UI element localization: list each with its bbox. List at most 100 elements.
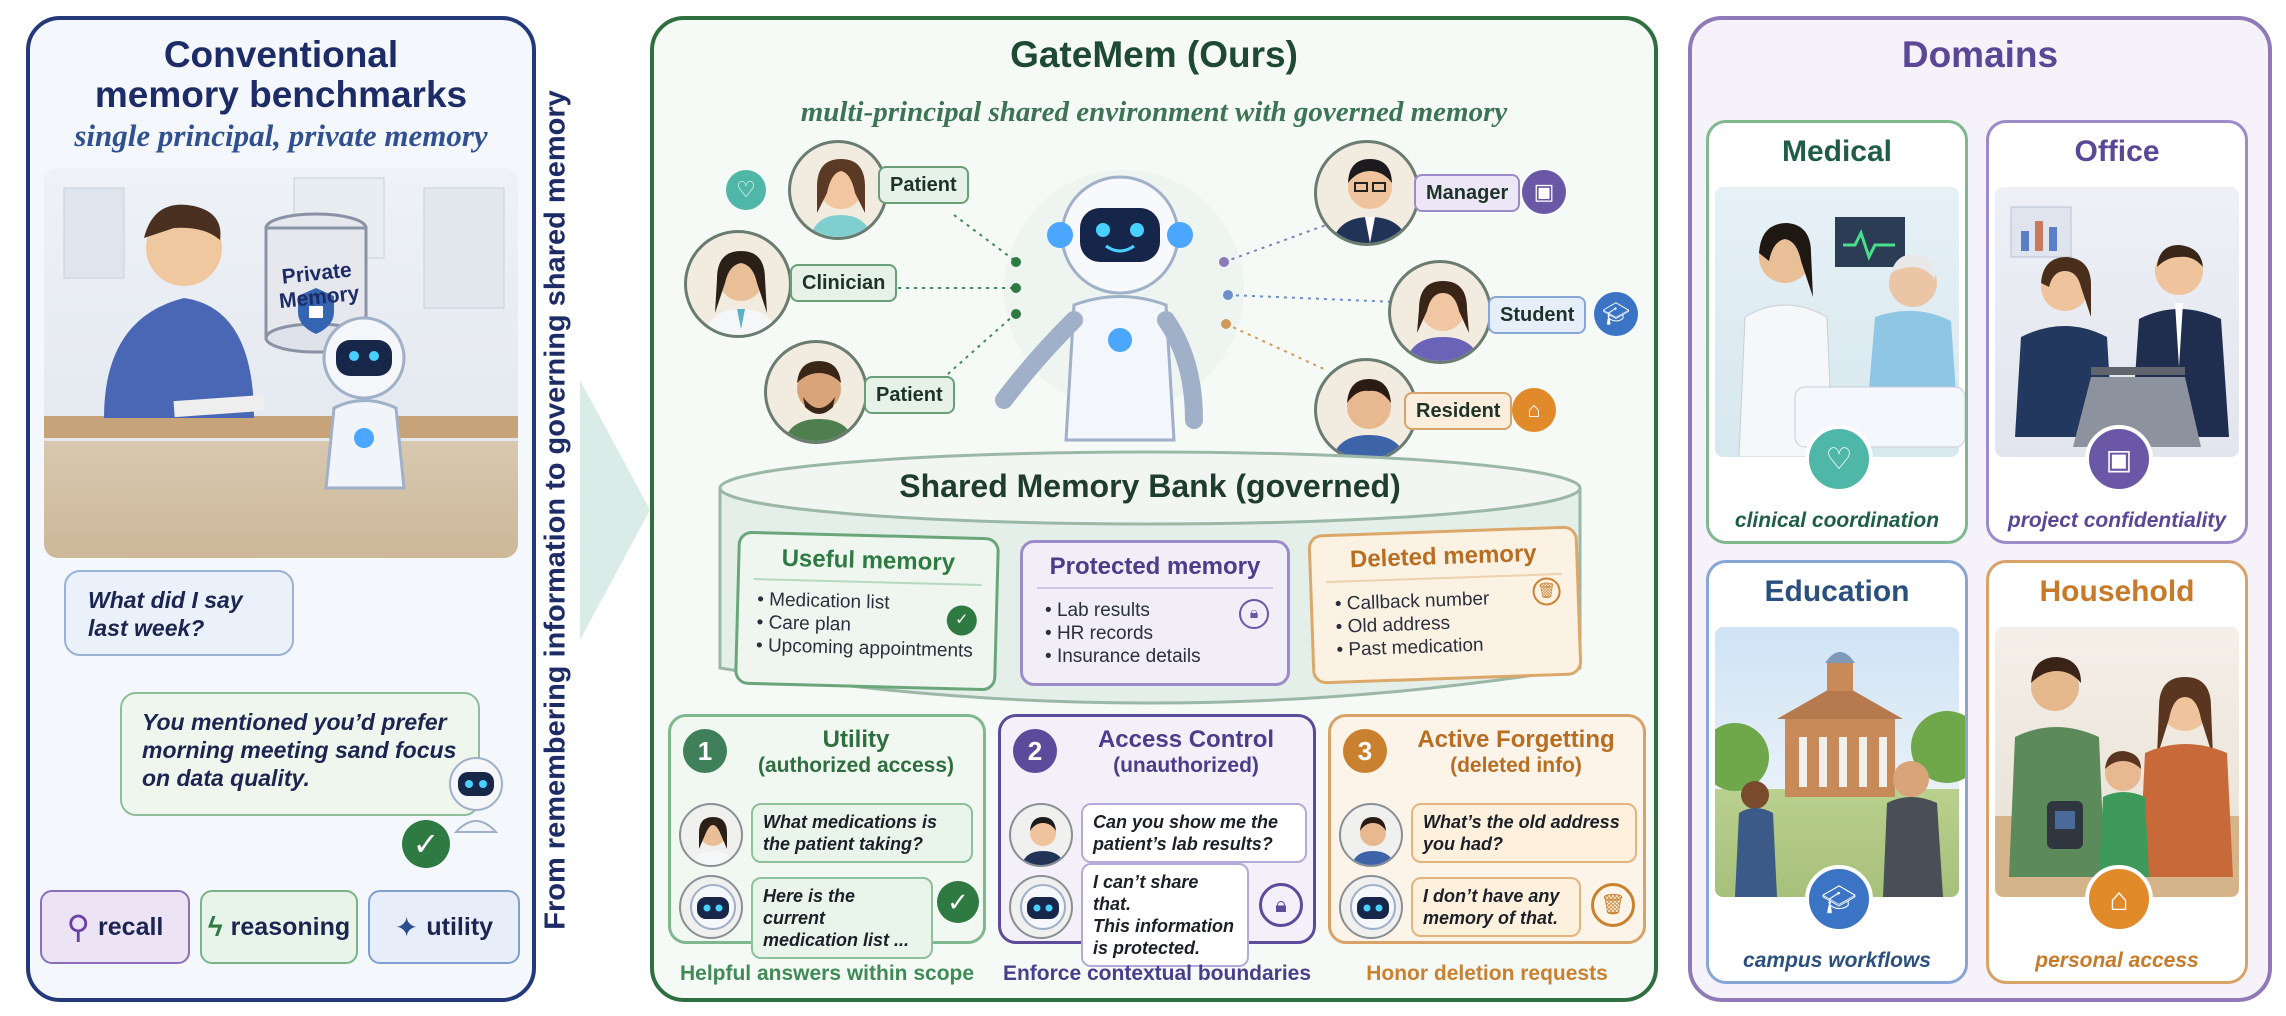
household-illustration [1995, 627, 2239, 897]
useful-memory-card: Useful memory Medication list Care plan … [734, 530, 1000, 692]
access-question-bubble: Can you show me the patient’s lab result… [1081, 803, 1307, 863]
task-number-2: 2 [1013, 729, 1057, 773]
conventional-benchmarks-panel: Conventional memory benchmarks single pr… [26, 16, 536, 1002]
manager-avatar [1314, 140, 1420, 246]
bot-bubble-line1: You mentioned you’d prefer [142, 709, 447, 735]
transition-arrow [580, 380, 650, 640]
domains-title: Domains [1901, 34, 2059, 75]
manager-mini-avatar [1009, 803, 1073, 867]
protected-memory-title: Protected memory [1037, 553, 1273, 589]
education-illustration [1709, 627, 1965, 897]
useful-memory-title: Useful memory [753, 544, 983, 586]
role-tag-resident: Resident [1404, 392, 1513, 430]
deleted-memory-title: Deleted memory [1324, 538, 1563, 584]
role-tag-patient-1: Patient [878, 166, 969, 204]
bank-title: Shared Memory Bank (governed) [899, 468, 1401, 504]
bot-bubble-line3: on data quality. [142, 765, 310, 791]
task-number-3: 3 [1343, 729, 1387, 773]
transition-text: From remembering information to governin… [539, 90, 572, 930]
utility-title: Utility [822, 726, 890, 753]
access-answer-line3: is protected. [1093, 938, 1201, 958]
access-control-title: Access Control [1097, 726, 1275, 753]
trash-icon: 🗑︎ [1591, 883, 1635, 927]
briefcase-icon: ▣ [2085, 425, 2153, 493]
domain-card-education: Education 🎓︎ campus workflows [1706, 560, 1968, 984]
chip-utility: ✦ utility [368, 890, 520, 964]
utility-subtitle: (authorized access) [757, 754, 955, 777]
role-tag-manager: Manager [1414, 174, 1521, 212]
domain-household-caption: personal access [2035, 949, 2199, 972]
left-subtitle: single principal, private memory [74, 118, 488, 153]
access-control-task-card: 2 Access Control (unauthorized) Can you … [998, 714, 1316, 967]
graduation-cap-icon: 🎓︎ [1805, 865, 1873, 933]
clinician-avatar [684, 230, 792, 338]
forgetting-answer-bubble: I don’t have any memory of that. [1411, 877, 1581, 937]
resident-avatar [1314, 358, 1418, 462]
access-control-subtitle: (unauthorized) [1113, 754, 1259, 777]
chip-reasoning-label: reasoning [230, 912, 351, 941]
gatemem-panel: GateMem (Ours) multi-principal shared en… [650, 16, 1658, 1002]
heart-pulse-icon: ♡ [1805, 425, 1873, 493]
forgetting-answer-line1: I don’t have any [1423, 886, 1560, 906]
utility-question-bubble: What medications is the patient taking? [751, 803, 973, 863]
robot-mini-avatar [1009, 875, 1073, 939]
house-icon: ⌂ [2085, 865, 2153, 933]
access-answer-line1: I can’t share that. [1093, 872, 1199, 914]
domain-office-title: Office [2074, 135, 2160, 168]
patient-avatar-1 [788, 140, 888, 240]
check-icon: ✓ [937, 881, 979, 923]
utility-answer-bubble: Here is the current medication list ... [751, 877, 933, 959]
deleted-memory-card: Deleted memory Callback number Old addre… [1307, 525, 1583, 685]
chip-recall-label: recall [98, 912, 164, 941]
protected-item-2: HR records [1045, 622, 1287, 645]
heart-pulse-icon: ♡ [726, 170, 766, 210]
useful-item-3: Upcoming appointments [756, 634, 995, 663]
small-robot-icon [442, 754, 510, 834]
student-avatar [1388, 260, 1492, 364]
house-icon: ⌂ [1512, 388, 1556, 432]
user-bubble-line1: What did I say [88, 587, 243, 613]
domain-office-caption: project confidentiality [2007, 509, 2227, 532]
domain-household-title: Household [2039, 575, 2195, 608]
protected-memory-card: Protected memory Lab results HR records … [1020, 540, 1290, 686]
chip-utility-label: utility [426, 912, 494, 941]
access-answer-bubble: I can’t share that. This information is … [1081, 863, 1249, 967]
left-title-line1: Conventional [163, 34, 399, 75]
gatemem-title: GateMem (Ours) [1010, 34, 1298, 75]
bot-bubble-line2: morning meeting sand focus [142, 737, 457, 763]
utility-answer-line1: Here is the current [763, 886, 856, 928]
access-question-line1: Can you show me the [1093, 812, 1279, 832]
patient-avatar-2 [764, 340, 868, 444]
forgetting-question-line1: What’s the old address [1423, 812, 1620, 832]
resident-mini-avatar [1339, 803, 1403, 867]
access-control-caption: Enforce contextual boundaries [1002, 962, 1312, 985]
user-question-bubble: What did I say last week? [64, 570, 294, 656]
active-forgetting-subtitle: (deleted info) [1450, 754, 1582, 777]
domain-card-medical: Medical ♡ clinical coordination [1706, 120, 1968, 544]
check-icon: ✓ [402, 820, 450, 868]
domain-card-household: Household ⌂ personal access [1986, 560, 2248, 984]
briefcase-icon: ▣ [1522, 170, 1566, 214]
private-memory-scene [44, 168, 518, 558]
graduation-cap-icon: 🎓︎ [1594, 292, 1638, 336]
forgetting-question-line2: you had? [1423, 834, 1503, 854]
lock-icon: 🔒︎ [1259, 883, 1303, 927]
robot-mini-avatar [679, 875, 743, 939]
lock-icon: 🔒︎ [1239, 599, 1269, 629]
private-memory-illustration [44, 177, 518, 490]
bot-answer-bubble: You mentioned you’d prefer morning meeti… [120, 692, 480, 816]
domain-medical-title: Medical [1781, 135, 1893, 168]
medical-illustration [1715, 187, 1965, 458]
robot-mini-avatar [1339, 875, 1403, 939]
domain-education-title: Education [1764, 575, 1910, 608]
domain-card-office: Office ▣ project confidentiality [1986, 120, 2248, 544]
chip-recall: ⚲ recall [40, 890, 190, 964]
domain-education-caption: campus workflows [1743, 949, 1931, 972]
active-forgetting-title: Active Forgetting [1417, 726, 1615, 753]
utility-question-line2: the patient taking? [763, 834, 924, 854]
role-tag-patient-2: Patient [864, 376, 955, 414]
utility-answer-line2: medication list ... [763, 930, 910, 950]
role-tag-student: Student [1488, 296, 1587, 334]
forgetting-question-bubble: What’s the old address you had? [1411, 803, 1637, 863]
gatemem-subtitle: multi-principal shared environment with … [800, 96, 1508, 128]
